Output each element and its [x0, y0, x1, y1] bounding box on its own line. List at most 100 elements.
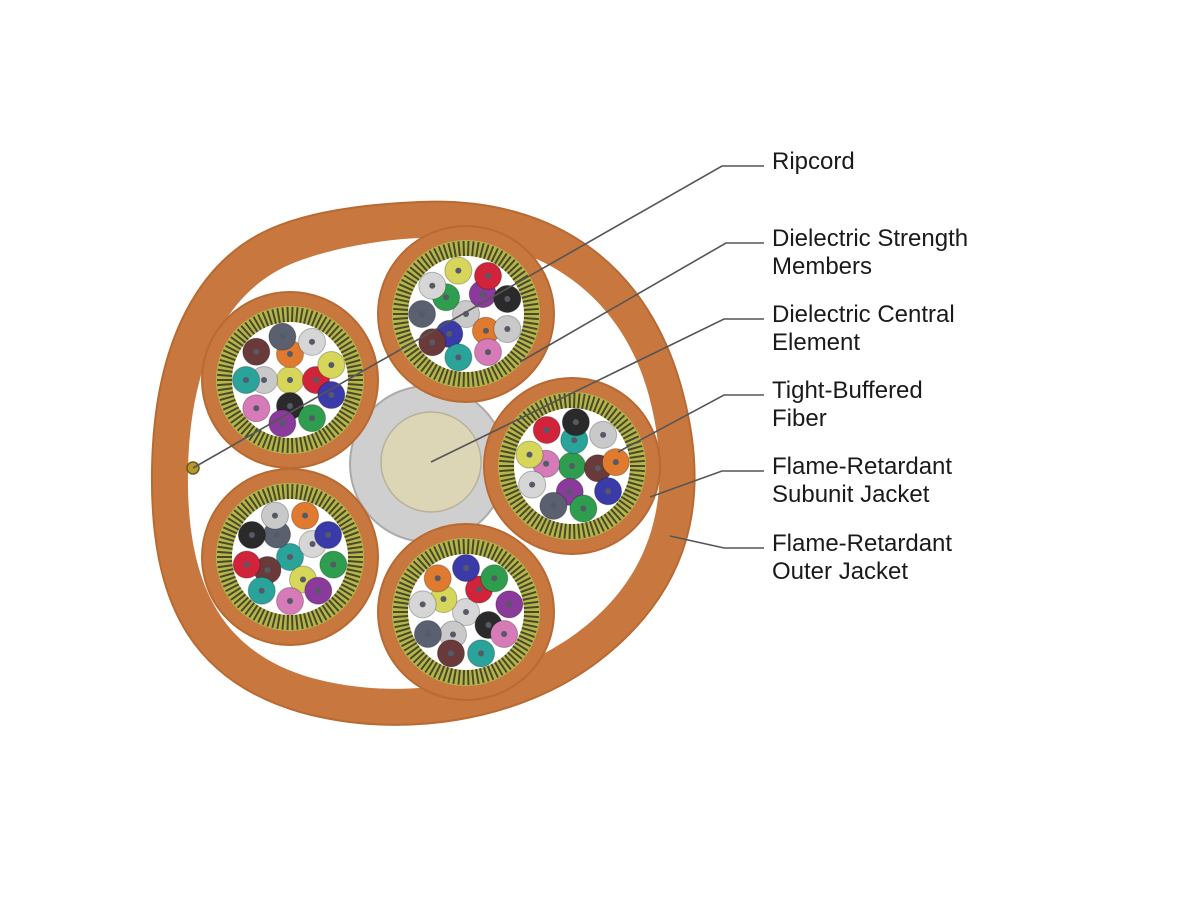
label-subunit-line-2: Subunit Jacket [772, 481, 930, 508]
subunit [201, 468, 379, 646]
fiber-core [566, 488, 573, 495]
fiber-core [302, 512, 309, 519]
fiber-core [253, 348, 260, 355]
fiber-core [463, 609, 469, 615]
fiber-core [279, 420, 286, 427]
fiber-core [424, 631, 431, 637]
strength-yarn-fibers [217, 306, 363, 454]
label-strength-line-2: Members [772, 253, 873, 280]
leader-strength-members [519, 242, 764, 363]
fiber-core [476, 586, 482, 593]
label-subunit-line-1: Flame-Retardant [772, 453, 953, 480]
fiber-core [504, 326, 511, 333]
fiber-core [287, 598, 293, 604]
label-outer-line-1: Flame-Retardant [772, 530, 953, 557]
fiber-core [571, 437, 578, 444]
fiber-core [315, 587, 322, 594]
fiber-core [328, 392, 335, 399]
subunit [201, 291, 379, 469]
fiber-core [309, 541, 316, 547]
label-fiber-line-2: Fiber [772, 405, 827, 432]
fiber-core [543, 460, 550, 467]
fiber-core [253, 405, 260, 412]
label-strength-line-1: Dielectric Strength [772, 225, 969, 252]
fiber-core [443, 294, 450, 301]
fiber-core [261, 377, 267, 383]
fiber-core [529, 481, 536, 488]
label-dielectric-strength-members: Dielectric Strength Members [772, 225, 968, 281]
label-ripcord-line-1: Ripcord [772, 148, 855, 175]
fiber-core [478, 650, 485, 657]
label-dielectric-central-element: Dielectric Central Element [772, 301, 955, 357]
fiber-core [485, 349, 491, 356]
leader-fiber [617, 394, 764, 453]
label-outer-line-2: Outer Jacket [772, 558, 909, 585]
label-flame-retardant-subunit-jacket: Flame-Retardant Subunit Jacket [772, 453, 952, 509]
strength-yarn-fibers [217, 483, 363, 631]
leader-ripcord [192, 165, 764, 469]
fiber-core [287, 403, 293, 409]
subunit [377, 225, 555, 403]
label-ripcord: Ripcord [772, 148, 855, 176]
fiber-core [485, 622, 492, 628]
label-central-line-2: Element [772, 329, 861, 356]
fiber-core [455, 354, 462, 361]
fiber-core [455, 267, 462, 274]
label-flame-retardant-outer-jacket: Flame-Retardant Outer Jacket [772, 530, 952, 586]
fiber-core [550, 502, 557, 509]
fiber-core [309, 415, 315, 422]
fiber-core [429, 339, 436, 346]
fiber-core [279, 333, 286, 340]
fiber-core [506, 601, 513, 608]
fiber-core [447, 650, 454, 657]
fiber-core [429, 282, 436, 289]
label-central-line-1: Dielectric Central [772, 301, 955, 328]
fiber-core [491, 575, 498, 582]
strength-yarn-fibers [393, 240, 539, 388]
fiber-core [501, 631, 508, 637]
leader-central-element [430, 318, 764, 463]
subunit [483, 377, 661, 555]
fiber-core [271, 512, 278, 519]
fiber-core [600, 431, 607, 438]
fiber-core [463, 565, 469, 571]
fiber-core [243, 561, 250, 568]
cable-body [150, 200, 696, 726]
fiber-core [504, 295, 511, 302]
fiber-core [580, 505, 587, 512]
fiber-core [330, 561, 337, 568]
fiber-core [287, 554, 293, 560]
fiber-core [287, 351, 293, 357]
label-fiber-line-1: Tight-Buffered [772, 377, 923, 404]
strength-yarn-fibers [393, 538, 539, 686]
fiber-core [248, 532, 255, 538]
leader-subunit-jacket [649, 470, 764, 498]
leader-outer-jacket [669, 535, 764, 549]
fiber-core [419, 601, 426, 608]
fiber-core [419, 311, 425, 317]
fiber-core [274, 531, 280, 538]
label-tight-buffered-fiber: Tight-Buffered Fiber [772, 377, 923, 433]
fiber-core [482, 327, 489, 334]
fiber-core [485, 272, 491, 279]
fiber-core [543, 426, 550, 433]
fiber-core [594, 465, 601, 472]
fiber-core [450, 631, 456, 638]
fiber-core [309, 338, 315, 345]
fiber-core [243, 377, 249, 383]
fiber-core [328, 361, 335, 368]
fiber-core [446, 330, 453, 337]
fiber-core [300, 576, 306, 583]
leader-lines [192, 165, 764, 549]
fiber-core [569, 463, 575, 469]
fiber-core [572, 419, 579, 426]
fiber-core [264, 567, 271, 573]
subunit [377, 523, 555, 701]
fiber-core [526, 451, 533, 458]
fiber-core [612, 459, 619, 466]
fiber-core [287, 377, 293, 383]
fiber-core [258, 587, 265, 594]
fiber-core [313, 377, 319, 383]
